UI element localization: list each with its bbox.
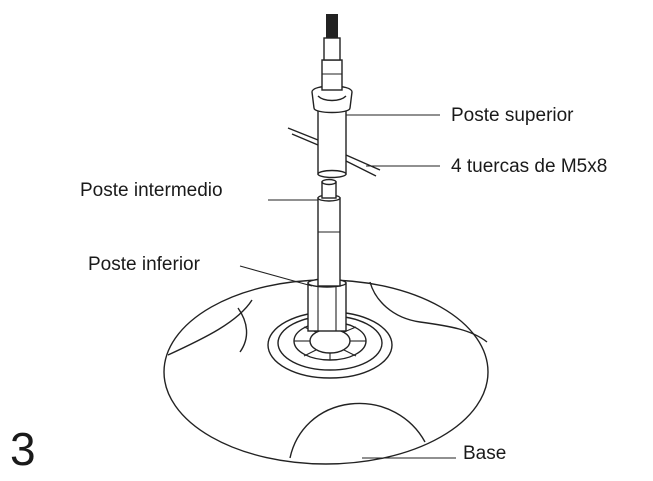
lower-pole (307, 278, 347, 332)
base-segment-right (369, 281, 488, 343)
leader-lower-pole (239, 265, 313, 287)
base-segment-front (289, 402, 426, 459)
label-upper-pole: Poste superior (451, 105, 574, 126)
upper-pole (311, 14, 353, 179)
upper-pole-tube (317, 107, 347, 175)
label-base: Base (463, 443, 506, 464)
cable-top (326, 14, 338, 38)
base-segment-left-curve (237, 307, 248, 353)
middle-pole (317, 178, 341, 287)
base-segment-left (167, 299, 253, 356)
middle-pole-tube (317, 197, 341, 287)
label-nuts: 4 tuercas de M5x8 (451, 156, 607, 177)
nuts-marks (287, 127, 381, 177)
upper-pole-tip (323, 37, 341, 61)
lower-pole-sleeve (307, 282, 347, 332)
base-disc (163, 279, 489, 465)
label-middle-pole: Poste intermedio (80, 180, 223, 201)
step-number: 3 (10, 423, 36, 475)
label-lower-pole: Poste inferior (88, 254, 201, 275)
upper-pole-connector (321, 59, 343, 91)
